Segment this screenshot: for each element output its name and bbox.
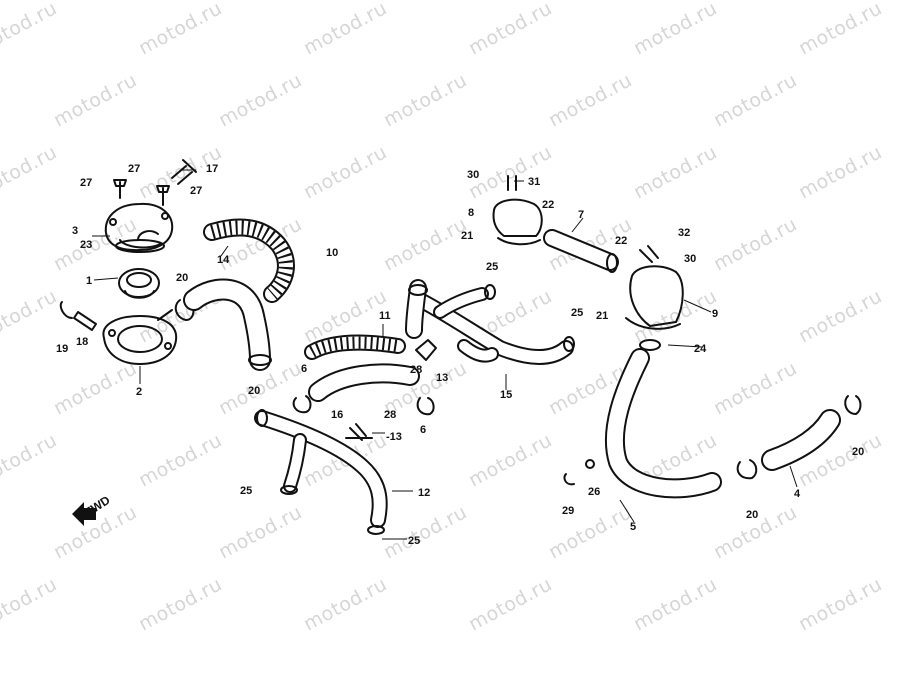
o-ring-part	[115, 239, 165, 253]
callout-label: 13	[436, 372, 448, 384]
callout-label: 21	[461, 230, 473, 242]
bolt-part	[113, 179, 127, 199]
fwd-label: FWD	[82, 493, 113, 520]
bolt-part	[156, 185, 170, 206]
thermostat-part	[118, 268, 160, 299]
hose-clamp-part	[844, 395, 862, 415]
callout-label: 22	[615, 235, 627, 247]
callout-label: 17	[206, 163, 218, 175]
callout-label: 29	[562, 505, 574, 517]
callout-label: 22	[542, 199, 554, 211]
outlet-cover-part	[492, 198, 543, 246]
sensor-part	[59, 301, 97, 331]
callout-label: 4	[794, 488, 801, 500]
callout-label: 20	[248, 385, 260, 397]
callout-label: 21	[596, 310, 608, 322]
callout-label: 3	[72, 225, 78, 237]
callout-label: 20	[746, 509, 758, 521]
callout-label: 2	[136, 386, 142, 398]
callout-label: 25	[486, 261, 498, 273]
callout-label: 6	[301, 363, 307, 375]
callout-label: 1	[86, 275, 92, 287]
callout-label: 8	[468, 207, 474, 219]
bleed-screw-part	[171, 159, 197, 185]
corrugated-hose-part	[304, 334, 406, 360]
callout-label: 9	[712, 308, 718, 320]
callout-label: 6	[420, 424, 426, 436]
corrugated-hose-part	[203, 218, 295, 303]
drain-plug-part	[563, 459, 595, 486]
callout-label: 18	[76, 336, 88, 348]
water-pipe-part	[405, 279, 575, 365]
callout-label: 19	[56, 343, 68, 355]
clip-part	[415, 339, 437, 361]
callout-label: 26	[588, 486, 600, 498]
elbow-hose-part	[183, 278, 272, 371]
callout-label: 12	[418, 487, 430, 499]
callout-label: 27	[80, 177, 92, 189]
callout-label: 32	[678, 227, 690, 239]
callout-label: 20	[176, 272, 188, 284]
callout-label: 23	[80, 239, 92, 251]
callout-label: 27	[190, 185, 202, 197]
callout-label: 7	[578, 209, 584, 221]
leader-lines	[92, 169, 798, 540]
water-pipe-part	[254, 409, 388, 535]
callout-label: 5	[630, 521, 636, 533]
callout-label: 11	[379, 310, 391, 322]
callout-label: -13	[386, 431, 402, 443]
hose-clamp-part	[416, 397, 435, 416]
fwd-arrow-icon	[72, 502, 96, 526]
callout-label: 30	[467, 169, 479, 181]
callout-label: 25	[408, 535, 420, 547]
callout-label: 20	[852, 446, 864, 458]
callout-label: 14	[217, 254, 230, 266]
callout-label: 25	[571, 307, 583, 319]
outlet-cover-part	[625, 245, 684, 330]
callout-label: 15	[500, 389, 512, 401]
callout-label: 27	[128, 163, 140, 175]
radiator-hose-part	[761, 409, 841, 471]
thermostat-housing-part	[102, 309, 178, 365]
callout-label: 10	[326, 247, 338, 259]
callout-label: 30	[684, 253, 696, 265]
callout-label: 25	[240, 485, 252, 497]
clip-part	[345, 423, 373, 441]
callout-label: 28	[410, 364, 422, 376]
bent-hose-part	[308, 363, 420, 402]
radiator-hose-part	[604, 339, 722, 499]
hose-clamp-part	[736, 459, 758, 480]
water-pipe-part	[543, 229, 619, 273]
bolt-part	[507, 175, 517, 191]
callout-label: 28	[384, 409, 396, 421]
callout-label: 24	[694, 343, 707, 355]
callout-label: 16	[331, 409, 343, 421]
hose-clamp-part	[292, 395, 312, 414]
callout-label: 31	[528, 176, 540, 188]
